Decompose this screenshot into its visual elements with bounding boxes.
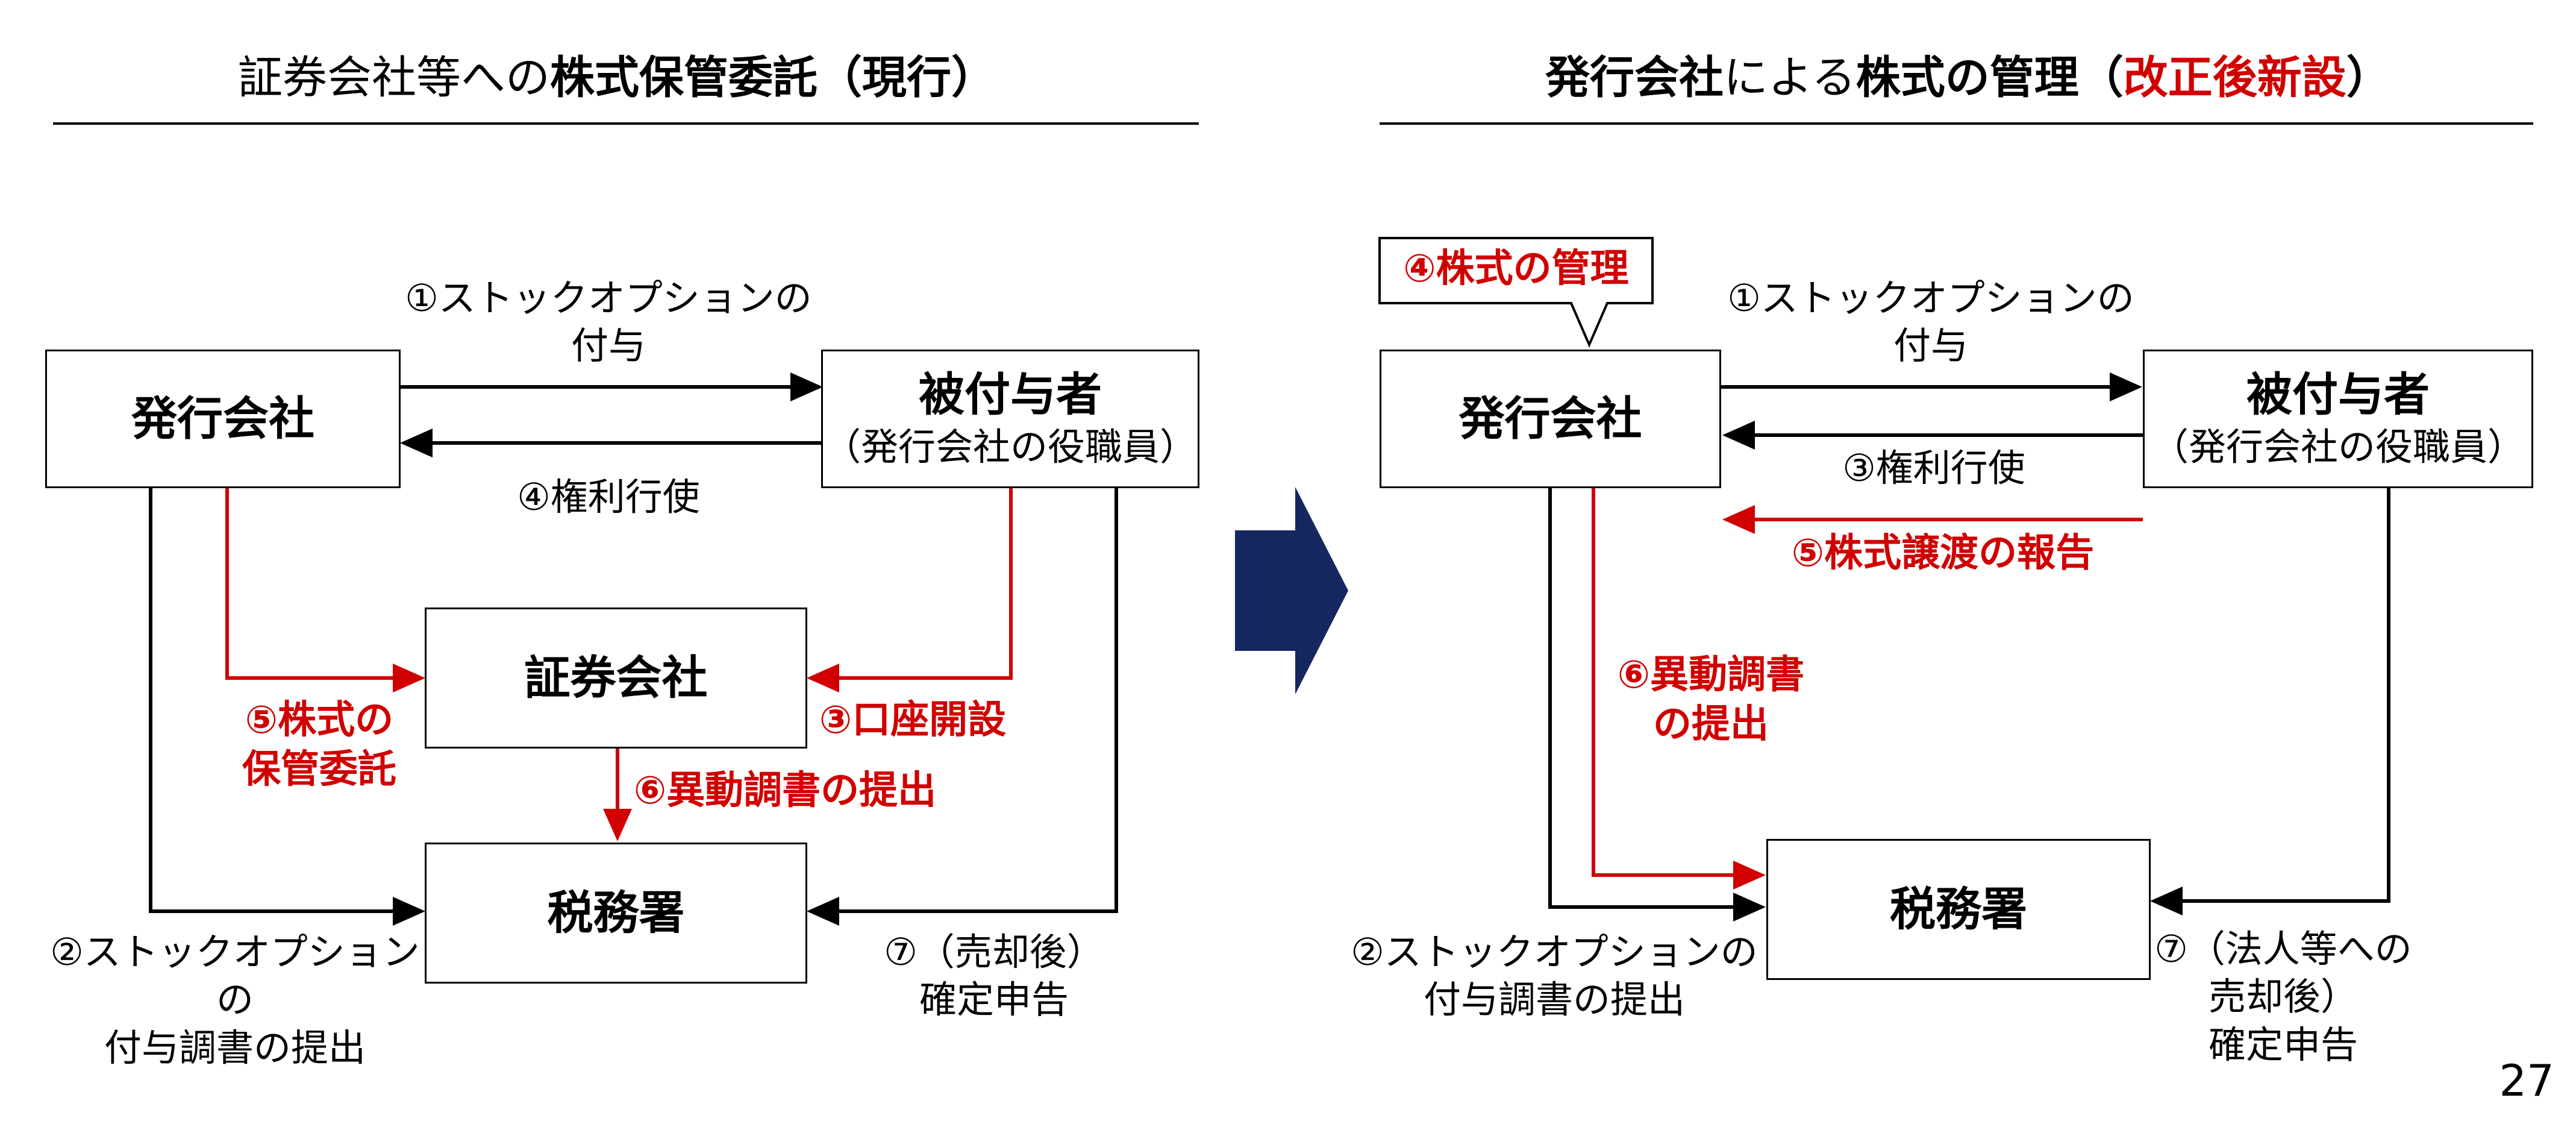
right-arrow-tax-return [2150, 488, 2390, 915]
left-box-issuer: 発行会社 [45, 350, 401, 488]
right-label-grant: ①ストックオプションの 付与 [1727, 276, 2134, 368]
right-label-transfer-report: ⑤株式譲渡の報告 [1791, 531, 2095, 576]
right-box-issuer: 発行会社 [1380, 350, 1721, 488]
left-label-account: ③口座開設 [819, 698, 1007, 743]
left-label-transfer-report: ⑥異動調書の提出 [634, 768, 937, 813]
callout-stock-management: ④株式の管理 [1403, 246, 1629, 291]
right-label-exercise: ③権利行使 [1842, 446, 2025, 490]
left-title: 証券会社等への株式保管委託（現行） [238, 52, 996, 104]
right-label-grant-report: ②ストックオプションの 付与調書の提出 [1351, 930, 1758, 1022]
left-arrow-account [807, 488, 1013, 692]
left-arrow-grant-report [149, 488, 425, 926]
left-label-custody: ⑤株式の 保管委託 [242, 698, 396, 792]
left-label-exercise: ④権利行使 [517, 475, 700, 519]
left-label-grant-report: ②ストックオプションの 付与調書の提出 [50, 930, 420, 1070]
right-title: 発行会社による株式の管理（改正後新設） [1545, 52, 2391, 104]
callout-bubble [1378, 237, 1654, 348]
left-title-rule [53, 122, 1199, 125]
left-arrow-tax-return [807, 488, 1118, 926]
left-label-tax-return: ⑦（売却後） 確定申告 [884, 930, 1104, 1022]
right-box-grantee: 被付与者 （発行会社の役職員） [2143, 350, 2533, 488]
right-label-tax-return: ⑦（法人等への 売却後） 確定申告 [2154, 927, 2412, 1067]
left-box-grantee: 被付与者 （発行会社の役職員） [821, 350, 1199, 488]
right-arrow-grant-report [1548, 488, 1766, 921]
left-arrow-custody [225, 488, 425, 692]
right-label-change-report: ⑥異動調書 の提出 [1617, 653, 1805, 747]
left-box-securities-company: 証券会社 [425, 608, 807, 749]
right-arrow-change-report [1592, 488, 1766, 890]
left-box-tax-office: 税務署 [425, 843, 807, 984]
right-box-tax-office: 税務署 [1766, 839, 2151, 980]
page-number: 27 [2499, 1055, 2554, 1106]
right-title-rule [1380, 122, 2533, 125]
left-label-grant: ①ストックオプションの 付与 [405, 276, 812, 368]
center-transition-arrow [1235, 487, 1348, 694]
